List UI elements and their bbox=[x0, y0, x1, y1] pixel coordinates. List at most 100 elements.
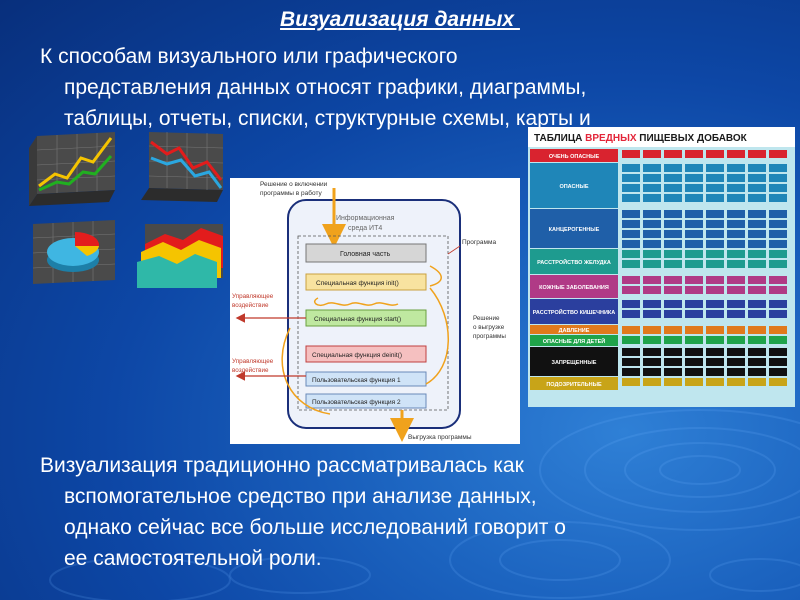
table-code-cell bbox=[727, 286, 745, 294]
table-code-cell bbox=[727, 348, 745, 356]
table-code-cell bbox=[685, 378, 703, 386]
table-code-cell bbox=[643, 378, 661, 386]
table-code-cell bbox=[685, 220, 703, 228]
table-code-cell bbox=[769, 174, 787, 182]
table-code-cell bbox=[706, 260, 724, 268]
table-code-cell bbox=[643, 300, 661, 308]
intro-line-3: таблицы, отчеты, списки, структурные схе… bbox=[64, 107, 591, 130]
diagram-top-label-1: Решение о включении bbox=[260, 181, 328, 188]
table-code-cell bbox=[643, 358, 661, 366]
table-code-cell bbox=[685, 276, 703, 284]
harmful-additives-table-image: ТАБЛИЦА ВРЕДНЫХ ПИЩЕВЫХ ДОБАВОК ОЧЕНЬ ОП… bbox=[528, 127, 795, 407]
table-category-label: ОЧЕНЬ ОПАСНЫЕ bbox=[549, 154, 600, 160]
table-code-cell bbox=[769, 336, 787, 344]
table-category-cell bbox=[530, 149, 618, 162]
table-category-label: КАНЦЕРОГЕННЫЕ bbox=[549, 227, 600, 233]
table-code-cell bbox=[706, 348, 724, 356]
table-code-cell bbox=[622, 300, 640, 308]
user-func-1-label: Пользовательская функция 1 bbox=[312, 377, 401, 384]
table-code-cell bbox=[706, 368, 724, 376]
table-category-cell bbox=[530, 377, 618, 390]
diagram-env-label-2: среда ИТ4 bbox=[348, 225, 382, 232]
table-code-cell bbox=[685, 240, 703, 248]
table-code-cell bbox=[664, 326, 682, 334]
table-code-cell bbox=[769, 310, 787, 318]
table-code-cell bbox=[706, 358, 724, 366]
table-code-cell bbox=[727, 260, 745, 268]
table-code-cell bbox=[622, 310, 640, 318]
table-code-cell bbox=[727, 378, 745, 386]
table-code-cell bbox=[727, 240, 745, 248]
table-code-cell bbox=[643, 150, 661, 158]
table-code-cell bbox=[706, 210, 724, 218]
table-code-cell bbox=[769, 358, 787, 366]
table-code-cell bbox=[769, 378, 787, 386]
table-code-cell bbox=[685, 348, 703, 356]
table-code-cell bbox=[748, 250, 766, 258]
table-code-cell bbox=[706, 276, 724, 284]
table-code-cell bbox=[622, 358, 640, 366]
table-code-cell bbox=[622, 230, 640, 238]
table-code-cell bbox=[622, 240, 640, 248]
table-code-cell bbox=[685, 210, 703, 218]
table-code-cell bbox=[643, 336, 661, 344]
table-code-cell bbox=[643, 230, 661, 238]
table-code-cell bbox=[664, 286, 682, 294]
table-code-cell bbox=[706, 250, 724, 258]
table-category-cell bbox=[530, 209, 618, 248]
table-code-cell bbox=[727, 336, 745, 344]
table-code-cell bbox=[685, 230, 703, 238]
table-code-cell bbox=[706, 310, 724, 318]
program-flow-diagram: Решение о включении программы в работу И… bbox=[230, 178, 520, 444]
table-code-cell bbox=[622, 326, 640, 334]
table-code-cell bbox=[769, 230, 787, 238]
table-category-cell bbox=[530, 335, 618, 346]
table-code-cell bbox=[685, 184, 703, 192]
table-code-cell bbox=[664, 358, 682, 366]
table-code-cell bbox=[622, 164, 640, 172]
conclusion-line-4: ее самостоятельной роли. bbox=[64, 547, 322, 570]
table-code-cell bbox=[769, 276, 787, 284]
table-code-cell bbox=[769, 326, 787, 334]
table-code-cell bbox=[685, 150, 703, 158]
table-code-cell bbox=[643, 250, 661, 258]
table-category-cell bbox=[530, 299, 618, 324]
table-code-cell bbox=[748, 260, 766, 268]
chart-thumbnails-image bbox=[29, 132, 224, 288]
table-code-cell bbox=[685, 194, 703, 202]
table-code-cell bbox=[727, 300, 745, 308]
table-code-cell bbox=[622, 210, 640, 218]
table-code-cell bbox=[769, 194, 787, 202]
table-code-cell bbox=[622, 378, 640, 386]
table-title-part3: ПИЩЕВЫХ ДОБАВОК bbox=[637, 133, 748, 144]
table-code-cell bbox=[769, 368, 787, 376]
table-code-cell bbox=[706, 300, 724, 308]
control-2-label-b: воздействие bbox=[232, 366, 269, 374]
table-category-label: ДАВЛЕНИЕ bbox=[559, 328, 590, 334]
table-category-label: КОЖНЫЕ ЗАБОЛЕВАНИЯ bbox=[539, 285, 609, 291]
table-code-cell bbox=[643, 276, 661, 284]
table-code-cell bbox=[748, 150, 766, 158]
conclusion-paragraph: Визуализация традиционно рассматривалась… bbox=[40, 450, 780, 574]
table-code-cell bbox=[685, 164, 703, 172]
table-code-cell bbox=[685, 174, 703, 182]
table-code-cell bbox=[643, 220, 661, 228]
table-code-cell bbox=[748, 336, 766, 344]
table-code-cell bbox=[727, 184, 745, 192]
table-category-cell bbox=[530, 249, 618, 274]
table-code-cell bbox=[748, 220, 766, 228]
conclusion-line-2: вспомогательное средство при анализе дан… bbox=[64, 485, 537, 508]
table-code-cell bbox=[769, 250, 787, 258]
table-code-cell bbox=[643, 240, 661, 248]
table-code-cell bbox=[706, 230, 724, 238]
table-code-cell bbox=[664, 348, 682, 356]
table-code-cell bbox=[706, 336, 724, 344]
diagram-env-label-1: Информационная bbox=[336, 215, 395, 222]
table-code-cell bbox=[685, 358, 703, 366]
table-code-cell bbox=[727, 276, 745, 284]
table-code-cell bbox=[685, 300, 703, 308]
table-category-label: ОПАСНЫЕ bbox=[559, 184, 588, 190]
control-1-label-b: воздействие bbox=[232, 301, 269, 309]
table-code-cell bbox=[769, 260, 787, 268]
table-code-cell bbox=[664, 194, 682, 202]
